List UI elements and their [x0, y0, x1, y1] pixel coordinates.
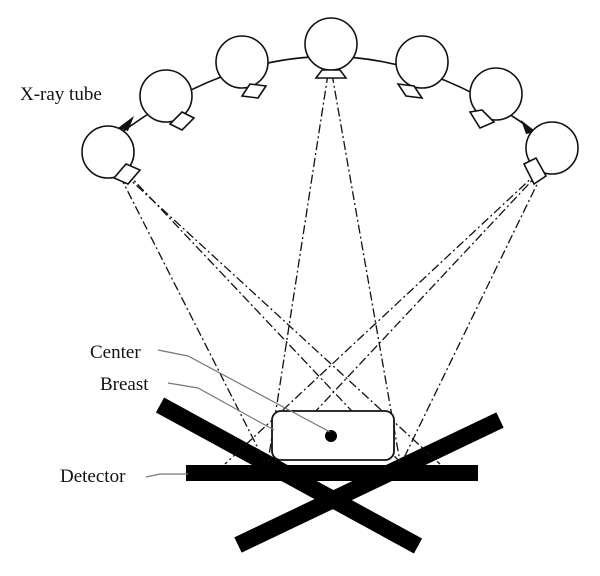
ray-right-c [399, 173, 543, 467]
x-ray-tube-3 [215, 35, 269, 99]
x-ray-tube-5 [395, 35, 449, 100]
ray-left-a [119, 175, 269, 469]
detector-label: Detector [60, 466, 126, 487]
detector-rotated-right [234, 412, 504, 553]
x-ray-tube-4 [304, 17, 358, 79]
x-ray-tubes [81, 17, 579, 186]
ray-right-a [224, 171, 539, 465]
x-ray-tube-7 [522, 121, 579, 186]
x-ray-tube-6 [468, 67, 523, 130]
ray-top-a [267, 73, 329, 463]
breast-leader [167, 382, 275, 431]
ray-top-b [331, 73, 401, 463]
center-point [325, 430, 337, 442]
center-label: Center [90, 342, 141, 363]
xray-tube-label: X-ray tube [20, 84, 102, 105]
x-ray-tube-2 [139, 69, 196, 131]
ray-left-c [125, 171, 401, 463]
center-leader [157, 349, 331, 433]
breast-label: Breast [100, 374, 149, 395]
detector [186, 465, 478, 481]
detector-leader [145, 473, 188, 478]
arc-arrow-left [118, 116, 134, 131]
x-ray-tube-1 [81, 125, 142, 185]
